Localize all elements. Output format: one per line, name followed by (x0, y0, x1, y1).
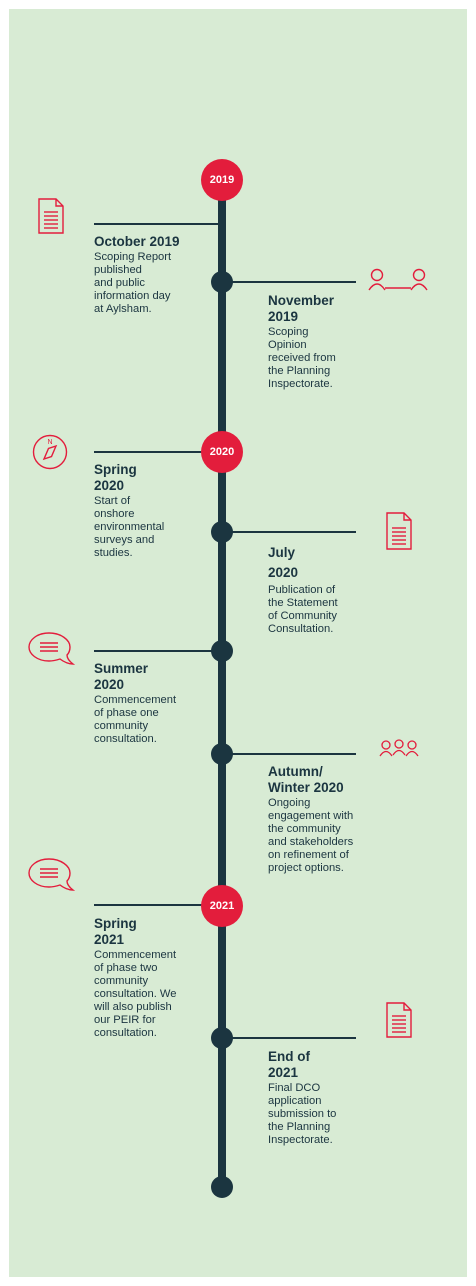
compass-letter: N (47, 439, 52, 446)
milestone-dot (211, 521, 233, 543)
milestone-dot (211, 640, 233, 662)
document-icon (38, 198, 64, 234)
event-title: November 2019 (268, 293, 335, 324)
milestone-dot (211, 271, 233, 293)
group-icon (379, 739, 419, 757)
speech-bubble-icon (27, 631, 75, 667)
event-end-of-2021: End of 2021 Final DCO application submis… (268, 1049, 364, 1147)
event-title: Spring 2021 (94, 916, 137, 947)
event-title: July 2020 (268, 545, 299, 580)
milestone-dot (211, 1027, 233, 1049)
event-title: Summer 2020 (94, 661, 149, 692)
people-connected-icon (368, 268, 430, 292)
event-description: Final DCO application submission to the … (268, 1082, 337, 1146)
connector-line (94, 904, 206, 906)
event-description: Publication of the Statement of Communit… (268, 584, 338, 635)
event-description: Scoping Report published and public info… (94, 251, 172, 315)
connector-line (94, 650, 218, 652)
event-description: Scoping Opinion received from the Planni… (268, 326, 336, 390)
milestone-dot (211, 743, 233, 765)
event-summer-2020: Summer 2020 Commencement of phase one co… (94, 661, 210, 746)
document-icon (386, 1002, 412, 1038)
connector-line (94, 223, 220, 225)
connector-line (226, 281, 356, 283)
event-october-2019: October 2019 Scoping Report published an… (94, 234, 212, 316)
connector-line (94, 451, 206, 453)
document-icon (386, 512, 412, 550)
milestone-dot (211, 1176, 233, 1198)
connector-line (226, 1037, 356, 1039)
event-autumn-winter-2020: Autumn/ Winter 2020 Ongoing engagement w… (268, 764, 372, 875)
timeline-spine (218, 180, 226, 1185)
event-description: Start of onshore environmental surveys a… (94, 495, 165, 559)
event-july-2020: July 2020 Publication of the Statement o… (268, 543, 368, 636)
event-description: Commencement of phase one community cons… (94, 694, 177, 745)
connector-line (226, 753, 356, 755)
event-description: Commencement of phase two community cons… (94, 949, 177, 1039)
year-marker-2021: 2021 (201, 885, 243, 927)
event-description: Ongoing engagement with the community an… (268, 797, 354, 874)
year-marker-2019: 2019 (201, 159, 243, 201)
event-spring-2021: Spring 2021 Commencement of phase two co… (94, 916, 210, 1040)
event-title: October 2019 (94, 234, 180, 249)
event-title: Autumn/ Winter 2020 (268, 764, 344, 795)
speech-bubble-icon (27, 857, 75, 893)
event-spring-2020: Spring 2020 Start of onshore environment… (94, 462, 206, 560)
year-marker-2020: 2020 (201, 431, 243, 473)
event-november-2019: November 2019 Scoping Opinion received f… (268, 293, 364, 391)
connector-line (226, 531, 356, 533)
timeline-panel (9, 9, 467, 1277)
compass-icon: N (32, 434, 68, 470)
event-title: Spring 2020 (94, 462, 137, 493)
event-title: End of 2021 (268, 1049, 310, 1080)
